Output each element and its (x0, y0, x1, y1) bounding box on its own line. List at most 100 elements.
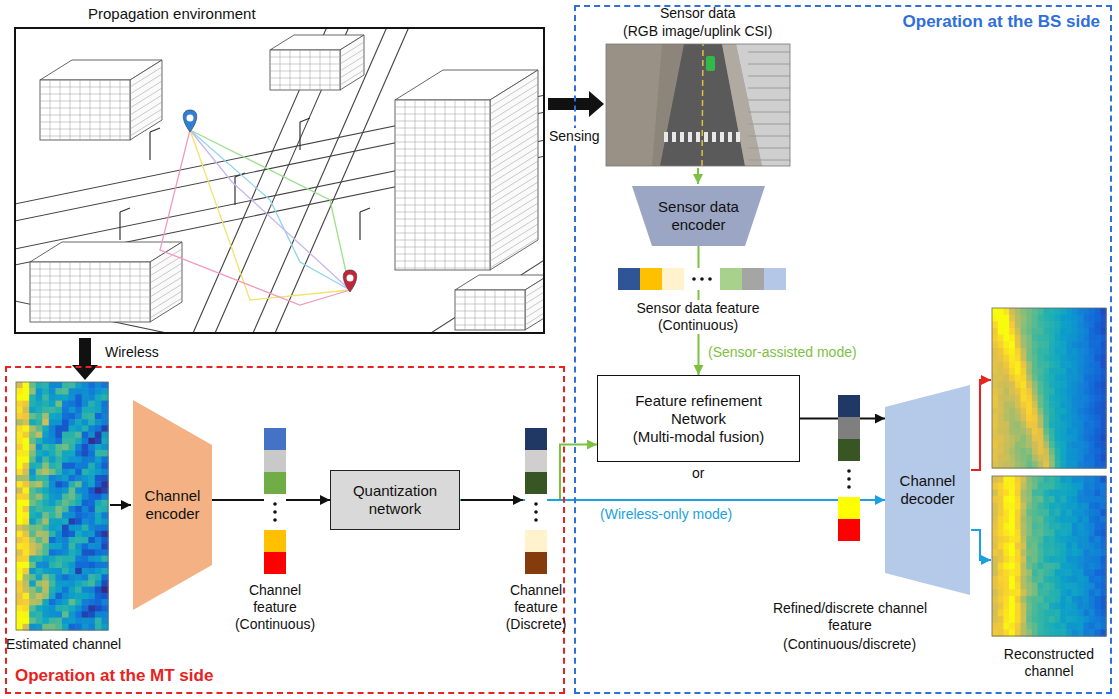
heatmap-cell (95, 580, 102, 587)
heatmap-cell (23, 463, 30, 470)
heatmap-cell (1021, 616, 1027, 623)
heatmap-cell (1021, 483, 1027, 490)
heatmap-cell (55, 574, 62, 581)
heatmap-cell (16, 388, 23, 395)
heatmap-cell (62, 568, 69, 575)
heatmap-cell (1066, 616, 1072, 623)
heatmap-cell (1049, 355, 1055, 362)
image-building (736, 44, 790, 166)
heatmap-cell (62, 463, 69, 470)
heatmap-cell (23, 487, 30, 494)
heatmap-cell (16, 525, 23, 532)
heatmap-cell (82, 624, 89, 631)
heatmap-cell (1015, 361, 1021, 368)
heatmap-cell (29, 438, 36, 445)
heatmap-cell (992, 629, 998, 636)
heatmap-cell (1078, 576, 1084, 583)
heatmap-cell (1072, 503, 1078, 510)
heatmap-cell (1038, 563, 1044, 570)
encoder-block: Sensor data encoder (632, 186, 765, 246)
heatmap-cell (88, 481, 95, 488)
heatmap-cell (95, 469, 102, 476)
heatmap-cell (1066, 609, 1072, 616)
heatmap-cell (29, 444, 36, 451)
heatmap-cell (1003, 375, 1009, 382)
heatmap-cell (75, 611, 82, 618)
heatmap-cell (101, 525, 108, 532)
heatmap-cell (36, 543, 43, 550)
heatmap-cell (1060, 543, 1066, 550)
heatmap-cell (23, 574, 30, 581)
heatmap-cell (42, 438, 49, 445)
heatmap-cell (29, 543, 36, 550)
heatmap-cell (23, 605, 30, 612)
heatmap-cell (1043, 603, 1049, 610)
heatmap-cell (1083, 516, 1089, 523)
heatmap-cell (1066, 368, 1072, 375)
heatmap-cell (1043, 315, 1049, 322)
heatmap-cell (1066, 308, 1072, 315)
flow-arrow (971, 530, 991, 560)
heatmap-cell (1009, 341, 1015, 348)
heatmap-cell (1095, 455, 1101, 462)
heatmap-cell (1032, 489, 1038, 496)
heatmap-cell (1043, 503, 1049, 510)
heatmap-cell (49, 537, 56, 544)
heatmap-cell (88, 543, 95, 550)
heatmap-cell (1089, 308, 1095, 315)
heatmap-cell (1043, 335, 1049, 342)
heatmap-cell (42, 574, 49, 581)
heatmap-cell (69, 444, 76, 451)
heatmap-cell (1003, 603, 1009, 610)
heatmap-cell (1072, 441, 1078, 448)
heatmap-cell (29, 593, 36, 600)
heatmap-cell (101, 500, 108, 507)
heatmap-cell (1021, 435, 1027, 442)
heatmap-cell (95, 618, 102, 625)
heatmap-cell (1026, 603, 1032, 610)
image-window (748, 88, 790, 89)
heatmap-cell (1021, 583, 1027, 590)
heatmap-cell (998, 395, 1004, 402)
heatmap-cell (1015, 563, 1021, 570)
heatmap-cell (1021, 348, 1027, 355)
heatmap-cell (1043, 623, 1049, 630)
heatmap-cell (992, 315, 998, 322)
block-label: Channel encoder (141, 487, 205, 523)
heatmap-cell (1043, 516, 1049, 523)
heatmap-cell (1026, 589, 1032, 596)
heatmap-cell (1095, 415, 1101, 422)
heatmap-cell (1009, 415, 1015, 422)
heatmap-cell (23, 531, 30, 538)
mode-separator: or (692, 465, 704, 482)
block-arrow (72, 338, 98, 380)
heatmap-cell (62, 487, 69, 494)
heatmap-cell (23, 512, 30, 519)
heatmap-cell (992, 503, 998, 510)
heatmap-cell (1032, 435, 1038, 442)
ellipsis-dot (273, 502, 277, 506)
heatmap-cell (82, 580, 89, 587)
heatmap-cell (1095, 623, 1101, 630)
heatmap-cell (55, 605, 62, 612)
heatmap-cell (95, 562, 102, 569)
heatmap-cell (101, 382, 108, 389)
heatmap-cell (1043, 556, 1049, 563)
heatmap-cell (1021, 489, 1027, 496)
heatmap-cell (1015, 348, 1021, 355)
heatmap-cell (1095, 321, 1101, 328)
heatmap-cell (1055, 609, 1061, 616)
sensor-image (606, 44, 790, 166)
heatmap-cell (998, 523, 1004, 530)
heatmap-cell (16, 574, 23, 581)
vector-cell (838, 395, 860, 417)
heatmap-cell (62, 450, 69, 457)
heatmap-cell (1066, 523, 1072, 530)
heatmap-cell (1055, 361, 1061, 368)
heatmap-cell (992, 435, 998, 442)
heatmap-cell (1066, 315, 1072, 322)
heatmap-cell (1089, 489, 1095, 496)
heatmap-cell (16, 618, 23, 625)
heatmap-cell (1078, 536, 1084, 543)
panel-title: Propagation environment (88, 5, 256, 22)
